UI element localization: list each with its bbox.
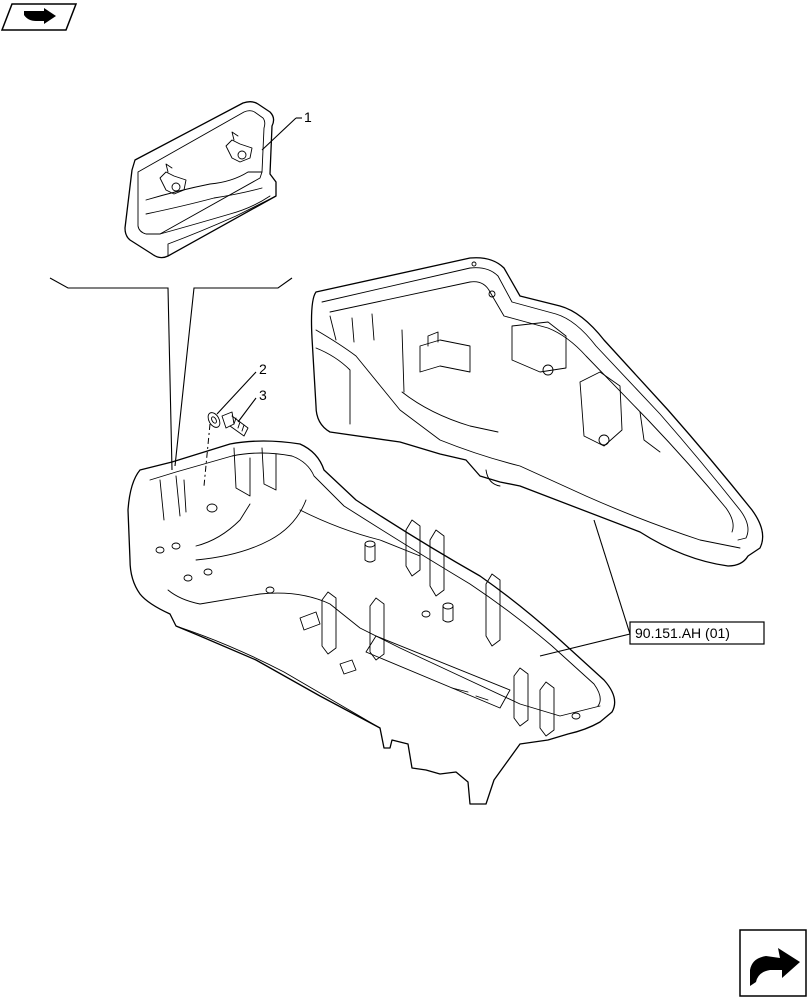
upper-housing (310, 257, 764, 567)
assembly-axis (203, 423, 211, 487)
reference-leader (539, 519, 631, 657)
screw-part-3 (207, 411, 249, 437)
reference-link[interactable]: 90.151.AH (01) (629, 621, 765, 645)
callout-1-label: 1 (304, 109, 312, 125)
callout-1: 1 (261, 109, 312, 151)
next-page-arrow-icon[interactable] (739, 929, 807, 997)
callout-3-label: 3 (259, 387, 267, 403)
callout-2-label: 2 (259, 361, 267, 377)
clip-left (159, 163, 187, 195)
assembly-bracket (49, 277, 293, 471)
callout-3: 3 (237, 387, 267, 423)
reference-label[interactable]: 90.151.AH (01) (635, 625, 730, 641)
prev-page-arrow-icon[interactable] (0, 3, 78, 31)
base-housing (127, 440, 616, 805)
cover-part-1 (124, 101, 277, 259)
clip-right (225, 131, 253, 163)
callout-2: 2 (216, 361, 267, 415)
